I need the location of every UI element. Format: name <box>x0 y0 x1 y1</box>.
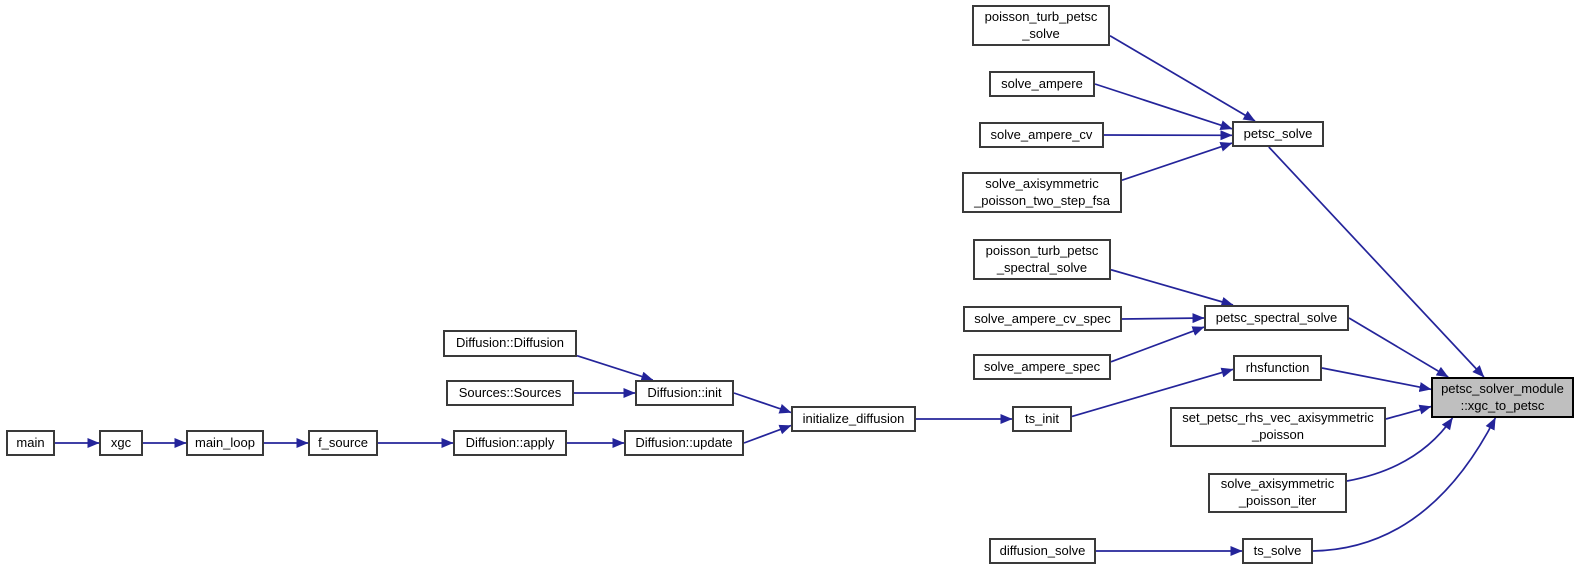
node-label: Diffusion::apply <box>465 434 555 450</box>
edge-solve_ampere_cv_spec--petsc_spectral_solve <box>1121 313 1205 324</box>
node-label: rhsfunction <box>1245 359 1310 375</box>
node-label: initialize_diffusion <box>802 410 905 426</box>
edge-ts_solve--xgc_to_petsc <box>1312 417 1497 552</box>
edge-solve_axi_poisson_iter--xgc_to_petsc <box>1346 417 1454 482</box>
node-label: _poisson <box>1251 427 1305 442</box>
node-diffusion_update[interactable]: Diffusion::update <box>624 430 744 456</box>
node-set_petsc_rhs_vec_axisymmetric_poisson[interactable]: set_petsc_rhs_vec_axisymmetric_poisson <box>1170 407 1386 447</box>
node-petsc_solve[interactable]: petsc_solve <box>1232 121 1324 147</box>
edge-solve_ampere--petsc_solve <box>1094 83 1233 130</box>
node-label: set_petsc_rhs_vec_axisymmetric <box>1182 410 1374 426</box>
node-rhsfunction[interactable]: rhsfunction <box>1233 355 1322 381</box>
edge-rhsfunction--xgc_to_petsc <box>1321 367 1432 393</box>
node-label: Diffusion::init <box>647 384 722 400</box>
node-poisson_turb_petsc_solve[interactable]: poisson_turb_petsc_solve <box>972 5 1110 46</box>
node-main[interactable]: main <box>6 430 55 456</box>
node-label: solve_ampere <box>1001 75 1083 91</box>
edge-poisson_turb_petsc_spectral_solve--petsc_spectral_solve <box>1110 268 1234 307</box>
edge-petsc_spectral_solve--xgc_to_petsc <box>1348 317 1449 378</box>
edge-set_petsc_rhs_vec_axisymmetric_poisson--xgc_to_petsc <box>1385 404 1432 420</box>
node-label: ts_solve <box>1253 542 1302 558</box>
node-solve_ampere_cv[interactable]: solve_ampere_cv <box>979 122 1104 148</box>
node-diffusion_init[interactable]: Diffusion::init <box>635 380 734 406</box>
node-ts_solve[interactable]: ts_solve <box>1242 538 1313 564</box>
node-label: poisson_turb_petsc <box>984 8 1098 24</box>
edge-group <box>55 35 1497 556</box>
node-solve_ampere[interactable]: solve_ampere <box>989 71 1095 97</box>
node-solve_ampere_spec[interactable]: solve_ampere_spec <box>973 354 1111 380</box>
node-poisson_turb_petsc_spectral_solve[interactable]: poisson_turb_petsc_spectral_solve <box>973 239 1111 280</box>
node-diffusion_solve[interactable]: diffusion_solve <box>989 538 1096 564</box>
node-label: solve_ampere_cv <box>990 126 1093 142</box>
node-label: solve_ampere_spec <box>983 358 1101 374</box>
node-solve_ampere_cv_spec[interactable]: solve_ampere_cv_spec <box>963 306 1122 332</box>
node-solve_axi_poisson_iter[interactable]: solve_axisymmetric_poisson_iter <box>1208 473 1347 513</box>
node-main_loop[interactable]: main_loop <box>186 430 264 456</box>
node-f_source[interactable]: f_source <box>308 430 378 456</box>
edge-diffusion_init--initialize_diffusion <box>733 392 792 414</box>
node-diffusion_diffusion[interactable]: Diffusion::Diffusion <box>443 330 577 357</box>
node-petsc_spectral_solve[interactable]: petsc_spectral_solve <box>1204 305 1349 331</box>
node-label: Sources::Sources <box>458 384 562 400</box>
node-label: petsc_solve <box>1243 125 1313 141</box>
edge-petsc_solve--xgc_to_petsc <box>1268 146 1485 378</box>
node-label: xgc <box>110 434 132 450</box>
node-diffusion_apply[interactable]: Diffusion::apply <box>453 430 567 456</box>
edge-poisson_turb_petsc_solve--petsc_solve <box>1109 35 1256 122</box>
node-label: Diffusion::update <box>635 434 733 450</box>
node-label: Diffusion::Diffusion <box>456 335 564 351</box>
node-initialize_diffusion[interactable]: initialize_diffusion <box>791 406 916 432</box>
node-label: solve_ampere_cv_spec <box>974 310 1111 326</box>
edge-diffusion_diffusion--diffusion_init <box>576 354 654 382</box>
node-label: diffusion_solve <box>999 542 1086 558</box>
node-label: solve_axisymmetric <box>1220 476 1335 492</box>
edge-solve_ampere_spec--petsc_spectral_solve <box>1110 326 1205 363</box>
node-label: petsc_spectral_solve <box>1215 309 1338 325</box>
node-label: f_source <box>318 434 368 450</box>
node-label: main_loop <box>195 434 255 450</box>
node-label: _spectral_solve <box>996 259 1088 275</box>
edge-solve_axi_two_step_fsa--petsc_solve <box>1121 142 1233 182</box>
node-label: main <box>16 434 45 450</box>
node-label: petsc_solver_module <box>1441 380 1564 396</box>
edge-ts_init--rhsfunction <box>1071 367 1234 418</box>
node-label: ts_init <box>1025 410 1059 426</box>
node-solve_axi_two_step_fsa[interactable]: solve_axisymmetric_poisson_two_step_fsa <box>962 172 1122 213</box>
node-sources_sources[interactable]: Sources::Sources <box>446 380 574 406</box>
node-label: poisson_turb_petsc <box>985 242 1099 258</box>
node-xgc[interactable]: xgc <box>99 430 143 456</box>
node-label: _solve <box>1022 25 1060 41</box>
node-xgc_to_petsc[interactable]: petsc_solver_module::xgc_to_petsc <box>1431 377 1574 418</box>
node-label: _poisson_two_step_fsa <box>974 192 1110 208</box>
edge-diffusion_update--initialize_diffusion <box>743 424 792 444</box>
node-label: ::xgc_to_petsc <box>1460 397 1545 413</box>
node-ts_init[interactable]: ts_init <box>1012 406 1072 432</box>
node-label: _poisson_iter <box>1238 493 1317 508</box>
node-label: solve_axisymmetric <box>985 175 1099 191</box>
